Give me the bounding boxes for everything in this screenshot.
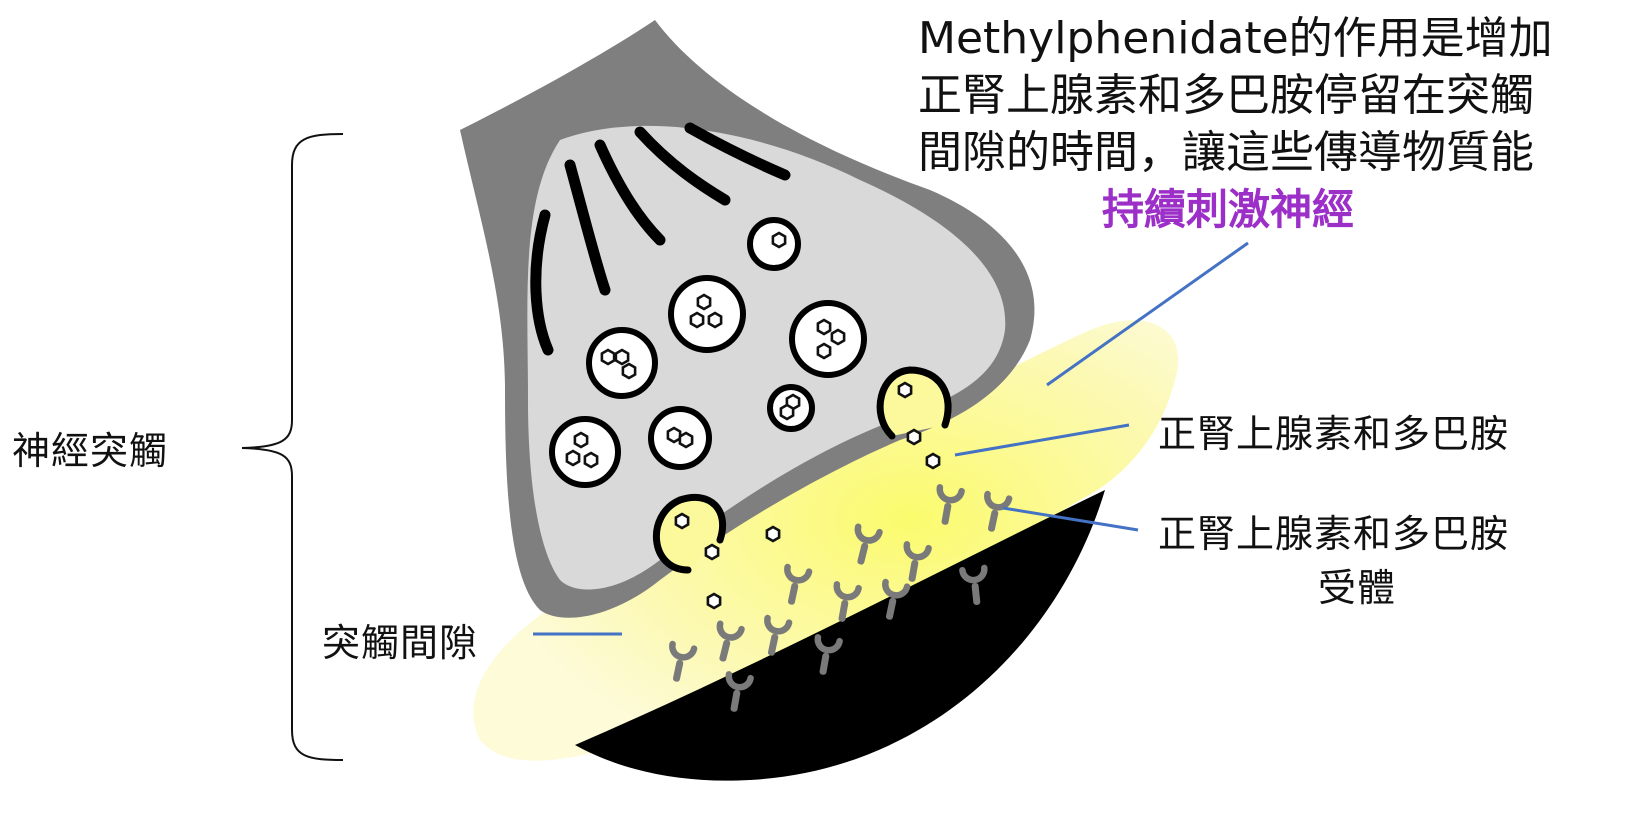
vesicle [770,387,812,429]
receptor-label-line2: 受體 [1318,557,1396,612]
note-line-1: Methylphenidate的作用是增加 [918,10,1638,67]
note-line-2: 正腎上腺素和多巴胺停留在突觸 [918,67,1638,124]
mechanism-note: Methylphenidate的作用是增加 正腎上腺素和多巴胺停留在突觸 間隙的… [918,10,1638,238]
vesicle [552,419,618,485]
vesicle [671,278,743,350]
synapse-label: 神經突觸 [12,420,168,475]
vesicle [651,409,709,467]
synaptic-cleft-label: 突觸間隙 [322,612,478,667]
vesicle [792,303,864,375]
vesicle [750,220,798,268]
fusing-vesicle [880,370,948,436]
vesicle [589,330,655,396]
note-highlight: 持續刺激神經 [1102,181,1638,238]
note-line-3: 間隙的時間，讓這些傳導物質能 [918,124,1638,181]
neurotransmitter-label: 正腎上腺素和多巴胺 [1158,403,1509,458]
receptor-label-line1: 正腎上腺素和多巴胺 [1158,503,1509,558]
